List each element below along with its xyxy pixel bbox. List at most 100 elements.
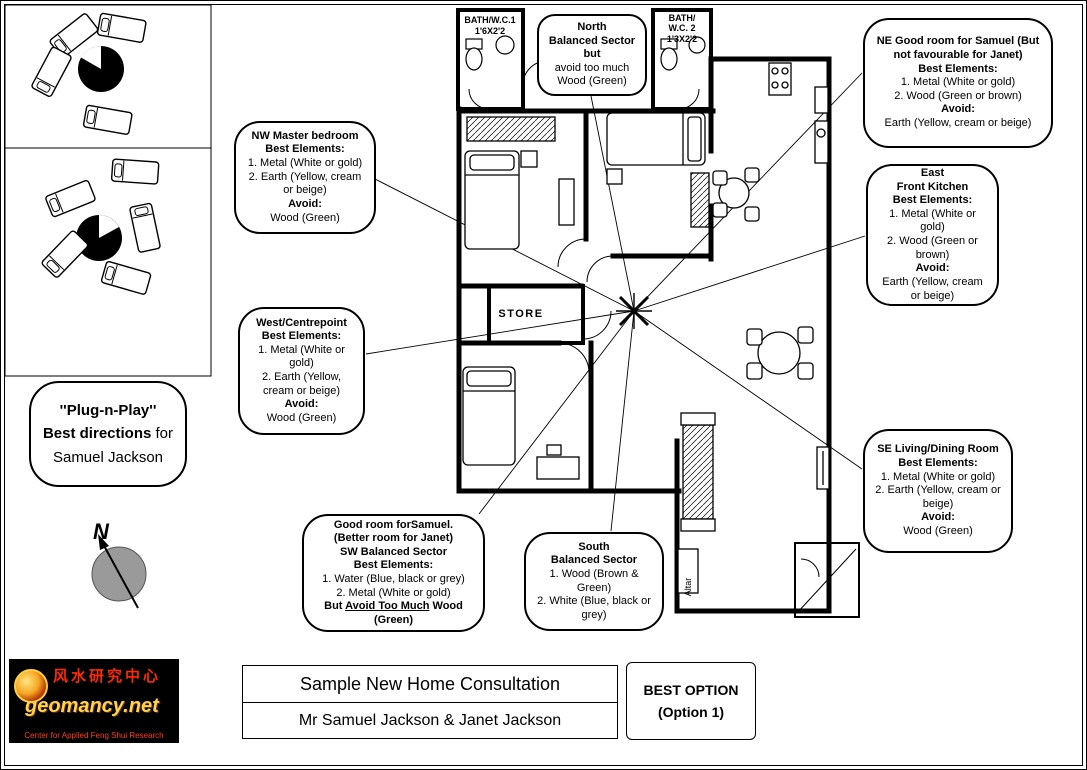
callout-line: NW Master bedroom bbox=[251, 129, 359, 142]
logo-brand-text: geomancy.net bbox=[25, 695, 159, 717]
callout-line: 1. Metal (White or gold) bbox=[900, 76, 1016, 89]
compass: N bbox=[91, 519, 147, 609]
callout-line: 1. Water (Blue, black or grey) bbox=[322, 573, 465, 585]
compass-n-label: N bbox=[93, 519, 110, 544]
bed-icon bbox=[44, 179, 97, 219]
bedroom3-furniture bbox=[462, 366, 580, 480]
callout-line: Best Elements: bbox=[918, 62, 998, 75]
text-segment-underlined: Avoid Too Much bbox=[345, 600, 430, 613]
bed-icon bbox=[82, 104, 134, 136]
consultation-subtitle: Mr Samuel Jackson & Janet Jackson bbox=[298, 712, 562, 729]
callout-line: South bbox=[578, 540, 610, 553]
callout-line: (Better room for Janet) bbox=[333, 532, 454, 545]
sink-icon bbox=[688, 36, 706, 54]
callout-line: Wood (Green) bbox=[903, 525, 973, 538]
callout-line: Best Elements: bbox=[261, 330, 342, 343]
sofa-icon bbox=[680, 412, 716, 532]
bed-icon bbox=[100, 260, 152, 296]
toilet-icon bbox=[465, 47, 483, 71]
bed-icon bbox=[464, 150, 520, 250]
callout-line: 2. Metal (White or gold) bbox=[336, 586, 451, 599]
callout-west-centrepoint: West/Centrepoint Best Elements: 1. Metal… bbox=[238, 307, 365, 435]
bedside-table-icon bbox=[606, 168, 623, 185]
callout-line: East bbox=[920, 166, 945, 179]
kitchen-sink-icon bbox=[814, 120, 829, 164]
bath1-label: BATH/W.C.1 bbox=[464, 15, 515, 25]
callout-se-living-dining: SE Living/Dining Room Best Elements: 1. … bbox=[863, 429, 1013, 553]
bed-icon bbox=[30, 45, 73, 99]
callout-line: 2. Earth (Yellow, cream or beige) bbox=[875, 484, 1001, 510]
bed-icon bbox=[96, 12, 148, 44]
plug-title: ''Plug-n-Play'' bbox=[59, 402, 157, 420]
callout-line: Best Elements: bbox=[353, 559, 434, 572]
consultation-title: Sample New Home Consultation bbox=[243, 666, 617, 703]
bath2-label: BATH/ bbox=[669, 13, 696, 23]
consultation-title-box: Sample New Home Consultation Mr Samuel J… bbox=[242, 665, 618, 739]
callout-line: 2. Earth (Yellow, cream or beige) bbox=[261, 371, 342, 397]
callout-line: NE Good room for Samuel (But not favoura… bbox=[876, 35, 1040, 61]
wardrobe-icon bbox=[690, 172, 710, 228]
callout-line: Avoid: bbox=[284, 398, 319, 411]
desk-icon bbox=[536, 456, 580, 480]
callout-line: North bbox=[577, 20, 607, 33]
plug-line2: Best directions for bbox=[31, 422, 185, 445]
callout-line: Avoid: bbox=[921, 511, 955, 524]
sink-icon bbox=[495, 35, 515, 55]
tv-console-icon bbox=[816, 446, 830, 490]
callout-line: Best Elements: bbox=[265, 143, 345, 156]
plan-labels: BATH/W.C.1 1'6X2'2 BATH/ W.C. 2 1'3X2'2 … bbox=[464, 13, 697, 596]
callout-east-front-kitchen: East Front Kitchen Best Elements: 1. Met… bbox=[866, 164, 999, 306]
callout-line: Wood (Green) bbox=[270, 211, 340, 224]
text-segment: Wood (Green) bbox=[373, 600, 463, 626]
door-arcs bbox=[468, 60, 700, 374]
logo-chinese-text: 风水研究中心 bbox=[53, 668, 162, 685]
plug-line3: Samuel Jackson bbox=[52, 448, 164, 466]
wardrobe-icon bbox=[466, 116, 556, 142]
callout-line: 2. Wood (Green or brown) bbox=[887, 235, 978, 261]
callout-line: Balanced Sector bbox=[550, 554, 638, 567]
callout-line: Avoid: bbox=[915, 262, 950, 275]
bathroom-fixtures bbox=[465, 35, 706, 71]
callout-nw-master-bedroom: NW Master bedroom Best Elements: 1. Meta… bbox=[234, 121, 376, 234]
north-arrow-icon bbox=[98, 534, 109, 550]
balcony bbox=[794, 542, 860, 618]
callout-line: SE Living/Dining Room bbox=[877, 443, 999, 456]
callout-line: 2. Earth (Yellow, cream or beige) bbox=[248, 170, 362, 197]
callout-line: Best Elements: bbox=[892, 194, 973, 207]
bed-icon bbox=[128, 202, 162, 254]
kitchen-table-icon bbox=[712, 167, 760, 222]
callout-line: Earth (Yellow, cream or beige) bbox=[882, 275, 983, 302]
bedside-table-icon bbox=[520, 150, 538, 168]
callout-line: 1. Metal (White or gold) bbox=[258, 343, 345, 370]
text-segment: for bbox=[151, 425, 174, 443]
best-option-line2: (Option 1) bbox=[657, 704, 725, 720]
bed-icon bbox=[606, 112, 706, 166]
text-segment: But bbox=[324, 600, 346, 613]
walls bbox=[456, 8, 832, 614]
text-segment: Best directions bbox=[42, 425, 152, 443]
chair-icon bbox=[546, 444, 562, 456]
altar-label: Altar bbox=[683, 578, 693, 597]
center-star-icon bbox=[616, 293, 652, 329]
callout-line: Avoid: bbox=[941, 103, 975, 116]
callout-line: 1. Wood (Brown & Green) bbox=[549, 567, 639, 594]
fridge-icon bbox=[814, 86, 829, 114]
stove-icon bbox=[768, 62, 792, 96]
geomancy-logo: 风水研究中心 geomancy.net Center for Applied F… bbox=[9, 659, 179, 743]
bath1-size-label: 1'6X2'2 bbox=[475, 26, 505, 36]
bath2-size-label: 1'3X2'2 bbox=[667, 34, 697, 44]
callout-line: Balanced Sector but bbox=[548, 34, 636, 61]
callout-line: Wood (Green) bbox=[266, 411, 337, 424]
callout-line: Avoid: bbox=[288, 197, 322, 210]
callout-line: Earth (Yellow, cream or beige) bbox=[884, 117, 1032, 130]
callout-sw: Good room forSamuel. (Better room for Ja… bbox=[302, 514, 485, 632]
kitchen-furniture bbox=[712, 62, 829, 222]
callout-line: 1. Metal (White or gold) bbox=[889, 207, 976, 234]
dining-table-icon bbox=[746, 326, 814, 380]
store-label: STORE bbox=[498, 308, 543, 320]
bed-icon bbox=[110, 158, 160, 185]
altar-cabinet-icon bbox=[677, 548, 699, 594]
callout-line: 2. Wood (Green or brown) bbox=[894, 89, 1022, 102]
